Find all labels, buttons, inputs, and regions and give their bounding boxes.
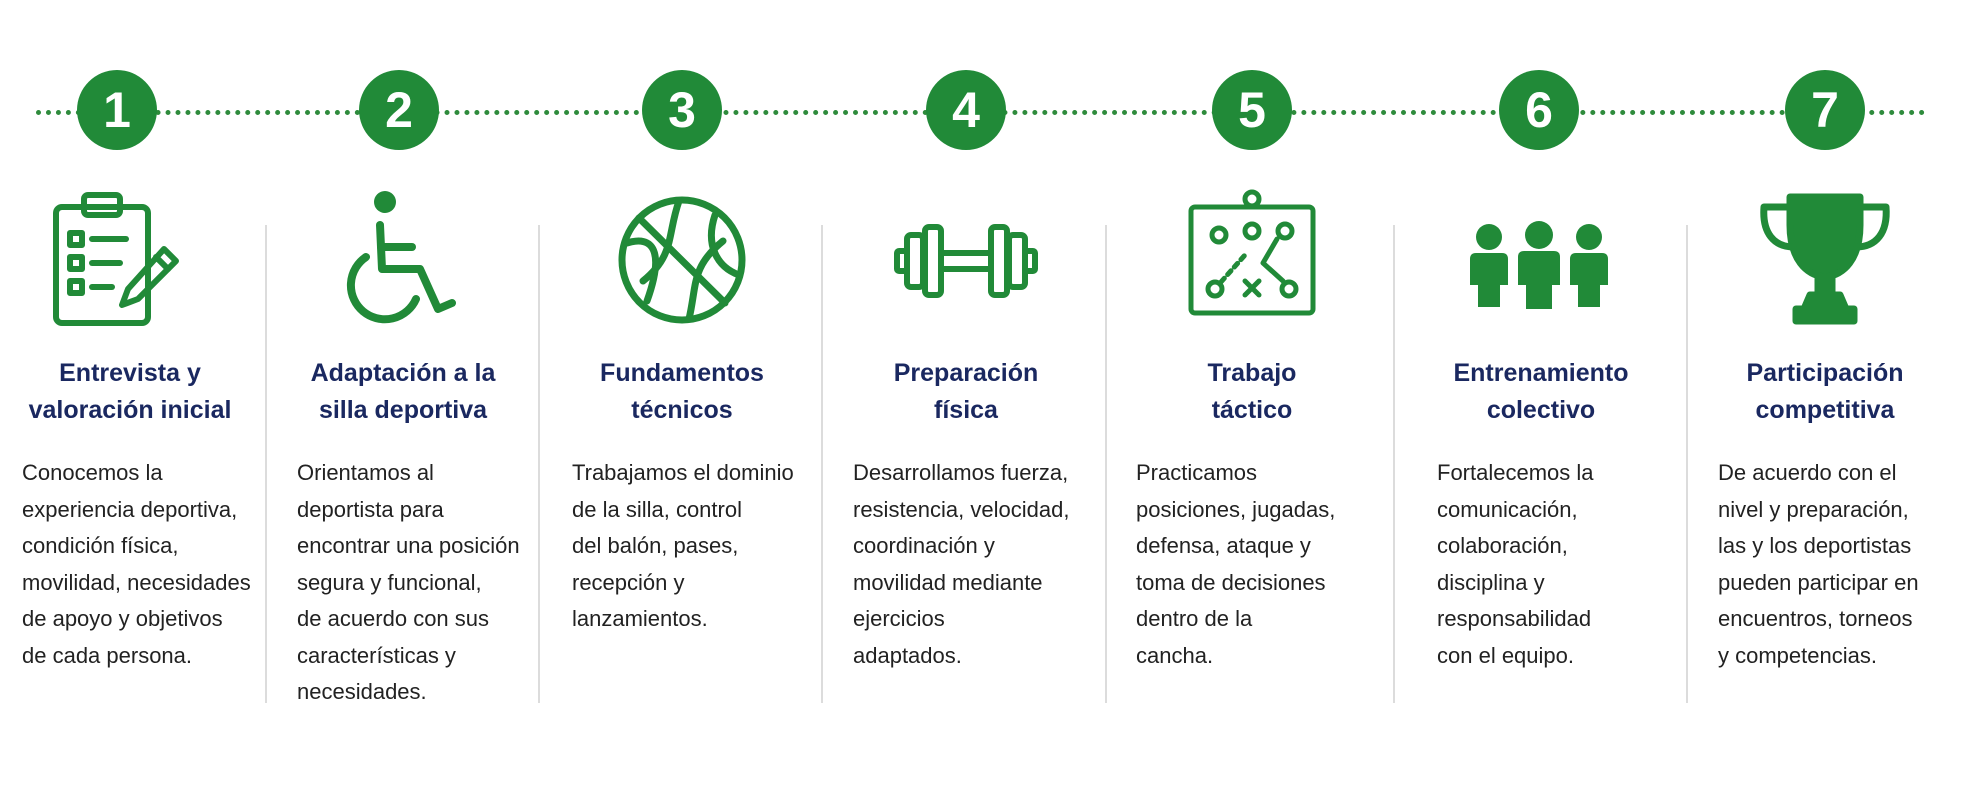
step-4-description: Desarrollamos fuerza,resistencia, veloci… xyxy=(853,460,1070,668)
wheelchair-icon xyxy=(324,185,474,335)
step-2-number-circle: 2 xyxy=(359,70,439,150)
step-5-number-circle: 5 xyxy=(1212,70,1292,150)
column-divider xyxy=(1686,225,1688,703)
dumbbell-icon xyxy=(891,185,1041,335)
column-divider xyxy=(538,225,540,703)
tactics-board-icon xyxy=(1177,185,1327,335)
step-4-number-circle: 4 xyxy=(926,70,1006,150)
basketball-icon xyxy=(607,185,757,335)
clipboard-checklist-icon xyxy=(42,185,192,335)
column-divider xyxy=(1393,225,1395,703)
column-divider xyxy=(821,225,823,703)
step-1-number-circle: 1 xyxy=(77,70,157,150)
trophy-icon xyxy=(1750,185,1900,335)
column-divider xyxy=(1105,225,1107,703)
team-people-icon xyxy=(1464,185,1614,335)
step-3-number-circle: 3 xyxy=(642,70,722,150)
step-7-number-circle: 7 xyxy=(1785,70,1865,150)
step-6-number-circle: 6 xyxy=(1499,70,1579,150)
column-divider xyxy=(265,225,267,703)
